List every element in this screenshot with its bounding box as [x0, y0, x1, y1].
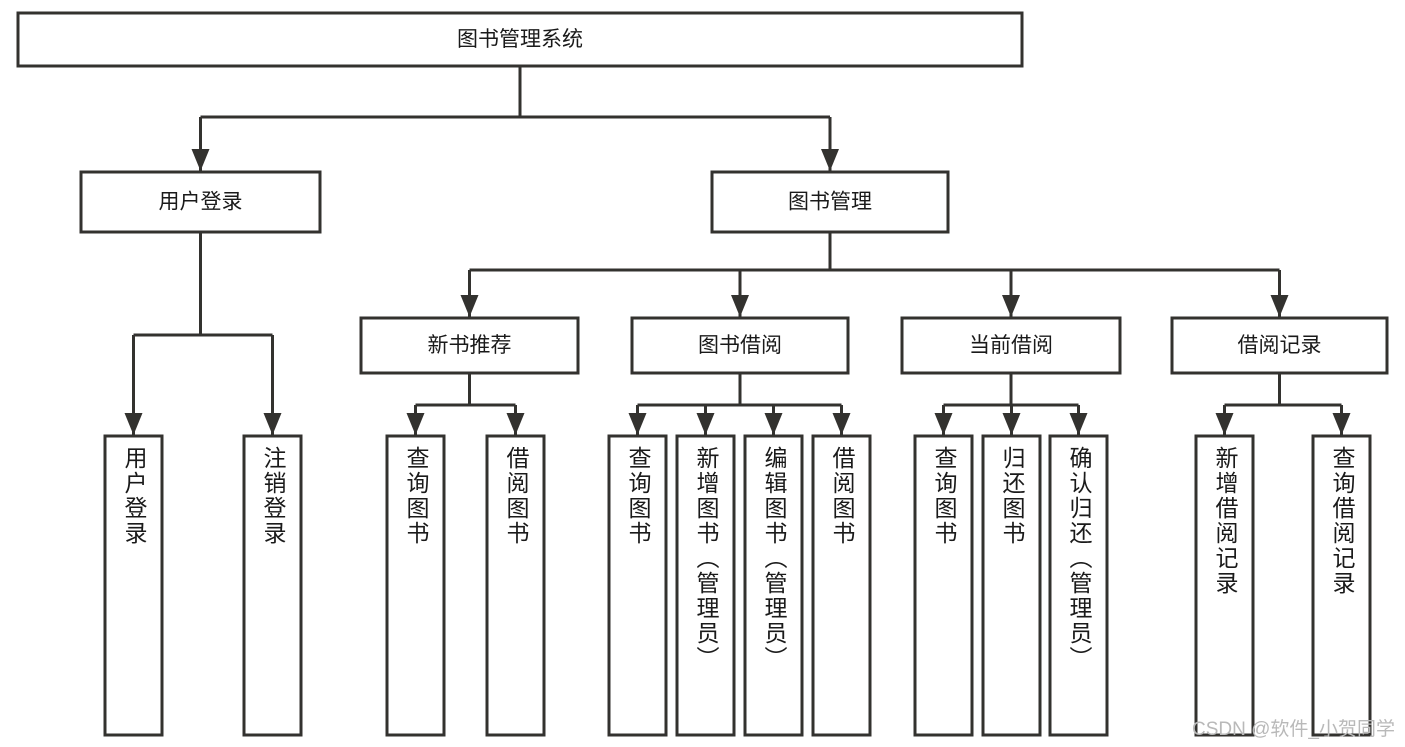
- node-leaf-1: [242, 434, 303, 737]
- node-leaf-5: [675, 434, 736, 737]
- arrow-head: [191, 149, 210, 171]
- node-level3-label-0: 新书推荐: [428, 334, 512, 357]
- node-leaf-2: [385, 434, 446, 737]
- node-leaf-6: [743, 434, 804, 737]
- node-leaf-3: [485, 434, 546, 737]
- arrow-head: [934, 413, 953, 435]
- node-leaf-10: [1048, 434, 1109, 737]
- node-leaf-7: [811, 434, 872, 737]
- node-root-label: 图书管理系统: [457, 28, 583, 51]
- arrow-head: [406, 413, 425, 435]
- node-level2-0: [79, 170, 322, 234]
- arrow-head: [1332, 413, 1351, 435]
- arrow-head: [1215, 413, 1234, 435]
- node-level2-label-1: 图书管理: [788, 191, 872, 214]
- node-leaf-4: [607, 434, 668, 737]
- node-level3-label-2: 当前借阅: [969, 334, 1053, 357]
- node-leaf-9: [981, 434, 1042, 737]
- node-leaf-11: [1194, 434, 1255, 737]
- node-level3-label-3: 借阅记录: [1238, 334, 1322, 357]
- arrow-head: [1270, 295, 1289, 317]
- arrow-head: [731, 295, 749, 317]
- arrow-head: [832, 413, 851, 435]
- node-level3-0: [359, 316, 580, 375]
- arrow-head: [1002, 413, 1021, 435]
- arrow-head: [460, 295, 479, 317]
- arrow-head: [696, 413, 715, 435]
- arrow-head: [1002, 295, 1020, 317]
- node-leaf-8: [913, 434, 974, 737]
- node-level3-2: [900, 316, 1122, 375]
- node-root: [16, 11, 1024, 68]
- node-level2-1: [710, 170, 950, 234]
- node-level3-label-1: 图书借阅: [698, 334, 782, 357]
- node-leaf-0: [103, 434, 164, 737]
- arrow-head: [821, 149, 839, 171]
- arrow-head: [506, 413, 525, 435]
- arrow-head: [263, 413, 282, 435]
- node-level3-3: [1170, 316, 1389, 375]
- node-level3-1: [630, 316, 850, 375]
- node-leaf-12: [1311, 434, 1372, 737]
- arrow-head: [124, 413, 143, 435]
- arrow-head: [764, 413, 783, 435]
- node-level2-label-0: 用户登录: [159, 191, 243, 214]
- arrow-head: [1069, 413, 1088, 435]
- arrow-head: [628, 413, 647, 435]
- edges-layer: [124, 66, 1351, 435]
